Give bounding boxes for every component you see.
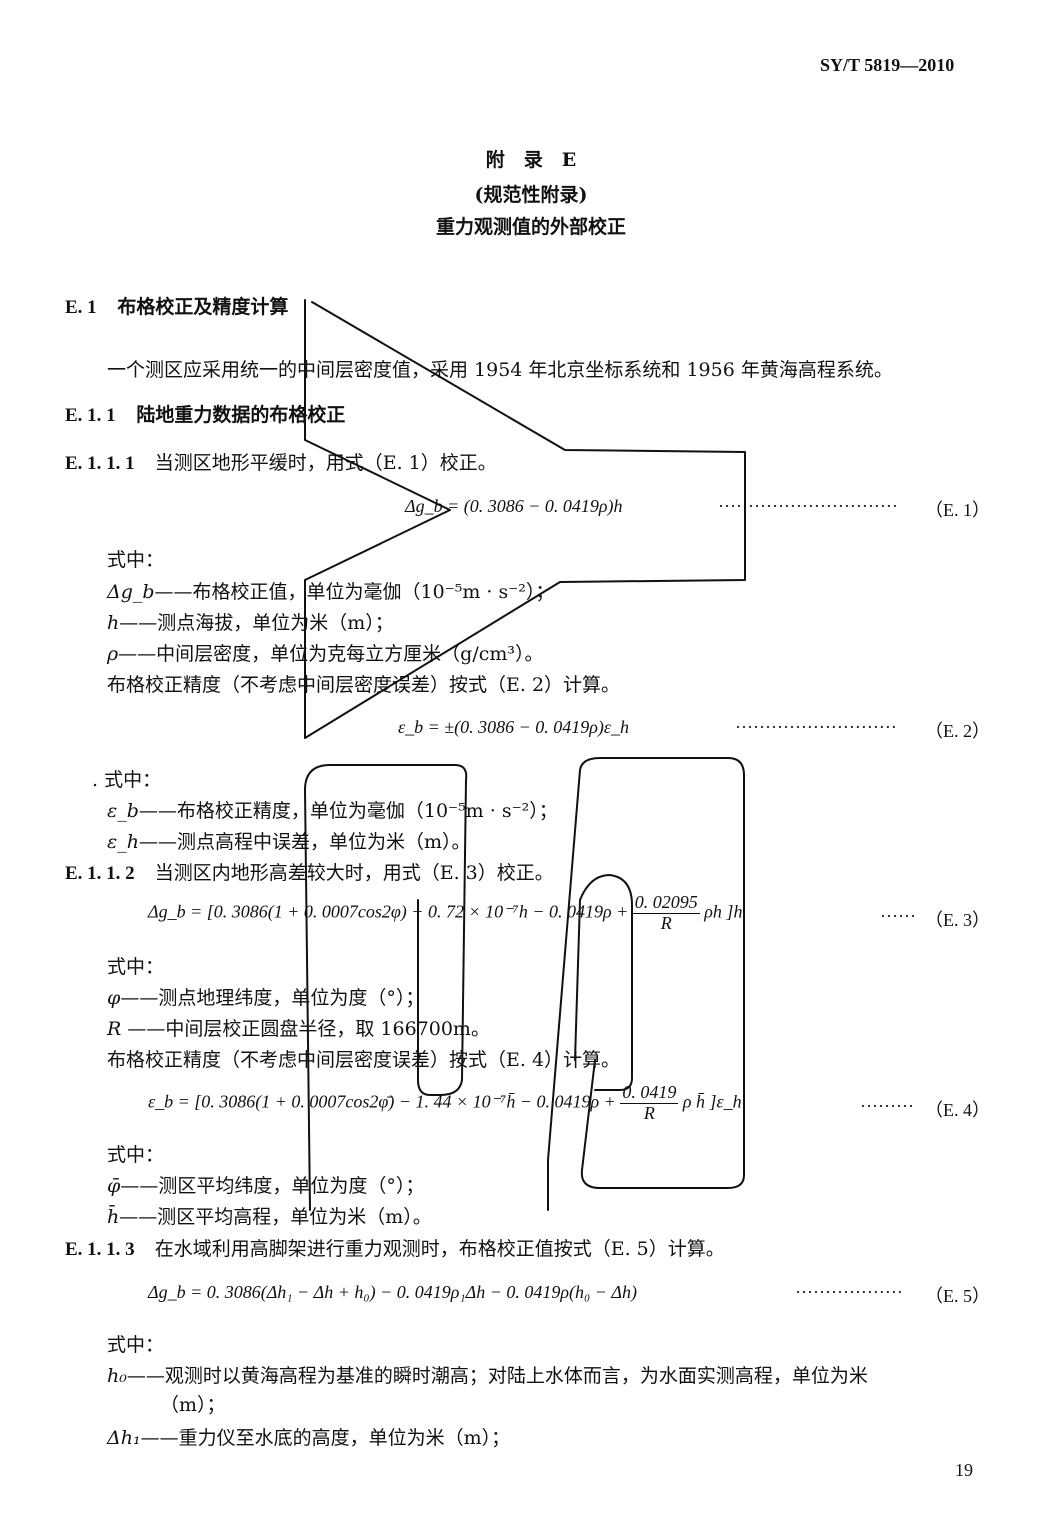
formula-e5: Δg_b = 0. 3086(Δh₁ − Δh + h₀) − 0. 0419ρ…	[148, 1282, 637, 1302]
def-symbol: Δh₁	[107, 1427, 141, 1449]
def-item: ε_b——布格校正精度，单位为毫伽（10⁻⁵m · s⁻²）；	[107, 796, 558, 823]
section-e111-text: 当测区地形平缓时，用式（E. 1）校正。	[154, 452, 497, 474]
def-continuation: （m）；	[160, 1394, 226, 1416]
appendix-type: (规范性附录)	[474, 184, 588, 206]
def-symbol: h	[107, 612, 120, 634]
fraction-numerator: 0. 02095	[632, 892, 700, 914]
section-e113: E. 1. 1. 3 在水域利用高脚架进行重力观测时，布格校正值按式（E. 5）…	[65, 1234, 725, 1261]
section-e111-number: E. 1. 1. 1	[65, 453, 135, 474]
formula-e3-leader: ······	[880, 906, 916, 926]
def-symbol: h₀	[107, 1365, 127, 1387]
where-label-e1: 式中：	[107, 549, 165, 571]
def-symbol: φ	[107, 987, 121, 1009]
where-label-e5: 式中：	[107, 1334, 165, 1356]
scribble-stroke	[547, 757, 745, 1211]
formula-e4-tail: ρ h̄ ]ε_h	[682, 1091, 742, 1112]
fraction-numerator: 0. 0419	[620, 1082, 679, 1104]
def-symbol: ε_b	[107, 800, 139, 822]
section-e112-number: E. 1. 1. 2	[65, 863, 135, 884]
precision-note-e4: 布格校正精度（不考虑中间层密度误差）按式（E. 4）计算。	[107, 1049, 621, 1071]
appendix-title: 附 录 E	[485, 149, 577, 171]
section-e1-heading: E. 1 布格校正及精度计算	[65, 292, 288, 319]
formula-e4-leader: ·········	[860, 1096, 914, 1116]
formula-e3-tail: ρh ]h	[704, 901, 743, 922]
def-symbol: ε_h	[107, 831, 139, 853]
def-text: ——重力仪至水底的高度，单位为米（m）；	[140, 1427, 511, 1449]
scribble-stroke	[574, 874, 633, 1091]
def-item: φ——测点地理纬度，单位为度（°）；	[107, 983, 424, 1010]
intro-paragraph: 一个测区应采用统一的中间层密度值，采用 1954 年北京坐标系统和 1956 年…	[107, 359, 893, 381]
formula-e4: ε_b = [0. 3086(1 + 0. 0007cos2φ̄) − 1. 4…	[148, 1082, 742, 1124]
fraction-denominator: R	[660, 912, 672, 933]
formula-e1-tag: （E. 1）	[925, 500, 990, 520]
formula-e1-leader: ······························	[718, 496, 898, 516]
section-e113-text: 在水域利用高脚架进行重力观测时，布格校正值按式（E. 5）计算。	[154, 1238, 725, 1260]
def-symbol: φ̄	[107, 1175, 121, 1197]
def-symbol: Δg_b	[107, 581, 155, 603]
def-text: ——测区平均纬度，单位为度（°）；	[120, 1175, 425, 1197]
def-item: φ̄——测区平均纬度，单位为度（°）；	[107, 1171, 424, 1198]
scribble-stroke	[304, 764, 468, 1211]
formula-e4-fraction: 0. 0419 R	[620, 1082, 679, 1124]
def-text: ——布格校正精度，单位为毫伽（10⁻⁵m · s⁻²）；	[138, 800, 558, 822]
section-e1-title: 布格校正及精度计算	[117, 296, 289, 318]
def-text: ——观测时以黄海高程为基准的瞬时潮高；对陆上水体而言，为水面实测高程，单位为米	[126, 1365, 868, 1387]
page-number: 19	[955, 1460, 973, 1480]
def-item: h̄——测区平均高程，单位为米（m）。	[107, 1202, 432, 1229]
where-label-e3: 式中：	[107, 956, 165, 978]
def-symbol: R	[107, 1018, 122, 1040]
def-item: h₀——观测时以黄海高程为基准的瞬时潮高；对陆上水体而言，为水面实测高程，单位为…	[107, 1361, 868, 1388]
section-e112-text: 当测区内地形高差较大时，用式（E. 3）校正。	[154, 862, 554, 884]
formula-e5-tag: （E. 5）	[925, 1286, 990, 1306]
section-e11-title: 陆地重力数据的布格校正	[136, 404, 346, 426]
precision-note-e2: 布格校正精度（不考虑中间层密度误差）按式（E. 2）计算。	[107, 674, 621, 696]
formula-e4-main: ε_b = [0. 3086(1 + 0. 0007cos2φ̄) − 1. 4…	[148, 1091, 616, 1112]
where-label-e2: . 式中：	[92, 769, 162, 791]
formula-e5-leader: ··················	[795, 1282, 903, 1302]
standard-number: SY/T 5819—2010	[820, 55, 955, 75]
def-text: ——布格校正值，单位为毫伽（10⁻⁵m · s⁻²）；	[154, 581, 555, 603]
def-text: ——中间层密度，单位为克每立方厘米（g/cm³）。	[118, 643, 544, 665]
section-e11-heading: E. 1. 1 陆地重力数据的布格校正	[65, 400, 345, 427]
section-e1-number: E. 1	[65, 297, 97, 318]
def-item: h——测点海拔，单位为米（m）；	[107, 608, 394, 635]
formula-e3: Δg_b = [0. 3086(1 + 0. 0007cos2φ) − 0. 7…	[148, 892, 743, 934]
formula-e2-leader: ···························	[735, 717, 897, 737]
def-text: ——测区平均高程，单位为米（m）。	[119, 1206, 432, 1228]
formula-e2-tag: （E. 2）	[925, 721, 990, 741]
formula-e4-tag: （E. 4）	[925, 1100, 990, 1120]
formula-e3-tag: （E. 3）	[925, 910, 990, 930]
formula-e3-fraction: 0. 02095 R	[632, 892, 700, 934]
section-e111: E. 1. 1. 1 当测区地形平缓时，用式（E. 1）校正。	[65, 448, 497, 475]
def-text: ——测点海拔，单位为米（m）；	[119, 612, 394, 634]
fraction-denominator: R	[643, 1102, 655, 1123]
where-label-text: 式中：	[104, 769, 162, 791]
def-item: Δh₁——重力仪至水底的高度，单位为米（m）；	[107, 1423, 510, 1450]
section-e113-number: E. 1. 1. 3	[65, 1239, 135, 1260]
formula-e3-main: Δg_b = [0. 3086(1 + 0. 0007cos2φ) − 0. 7…	[148, 901, 629, 922]
formula-e2: ε_b = ±(0. 3086 − 0. 0419ρ)ε_h	[398, 717, 629, 737]
appendix-name: 重力观测值的外部校正	[435, 216, 626, 238]
def-symbol: h̄	[107, 1206, 120, 1228]
def-text: ——测点地理纬度，单位为度（°）；	[120, 987, 425, 1009]
def-item: Δg_b——布格校正值，单位为毫伽（10⁻⁵m · s⁻²）；	[107, 577, 554, 604]
def-item: ρ——中间层密度，单位为克每立方厘米（g/cm³）。	[107, 639, 544, 666]
where-label-e4: 式中：	[107, 1144, 165, 1166]
formula-e1: Δg_b = (0. 3086 − 0. 0419ρ)h	[405, 496, 623, 516]
section-e112: E. 1. 1. 2 当测区内地形高差较大时，用式（E. 3）校正。	[65, 858, 554, 885]
section-e11-number: E. 1. 1	[65, 405, 116, 426]
scribble-stroke	[304, 299, 746, 739]
def-symbol: ρ	[107, 643, 119, 665]
